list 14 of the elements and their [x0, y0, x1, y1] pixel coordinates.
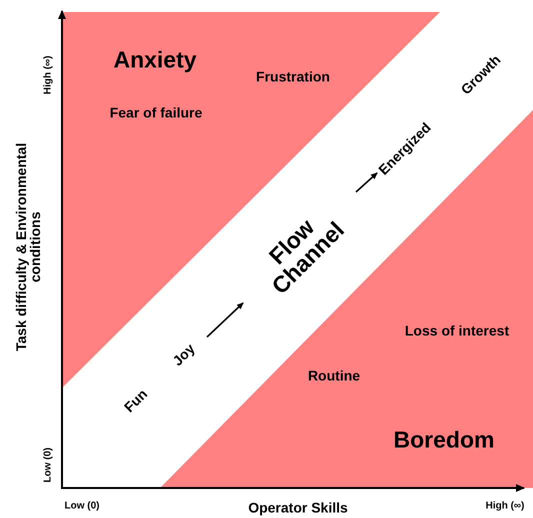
- zone-label: Frustration: [256, 69, 330, 85]
- axis-tick-label: Low (0): [42, 448, 54, 482]
- zone-label: Fun: [122, 386, 150, 416]
- axis-tick-label: High (∞): [42, 56, 54, 94]
- zone-title: Anxiety: [113, 47, 197, 73]
- zone-label: Routine: [308, 368, 360, 384]
- axis-title: Task difficulty & Environmental conditions: [14, 142, 42, 354]
- zone-label: Fear of failure: [110, 105, 202, 121]
- axis-tick-label: High (∞): [486, 500, 524, 512]
- zone-label: Joy: [170, 341, 198, 369]
- zone-label: Loss of interest: [404, 323, 510, 339]
- axis-title: Operator Skills: [248, 500, 348, 516]
- zone-title: Boredom: [394, 427, 494, 453]
- axis-tick-label: Low (0): [64, 500, 100, 512]
